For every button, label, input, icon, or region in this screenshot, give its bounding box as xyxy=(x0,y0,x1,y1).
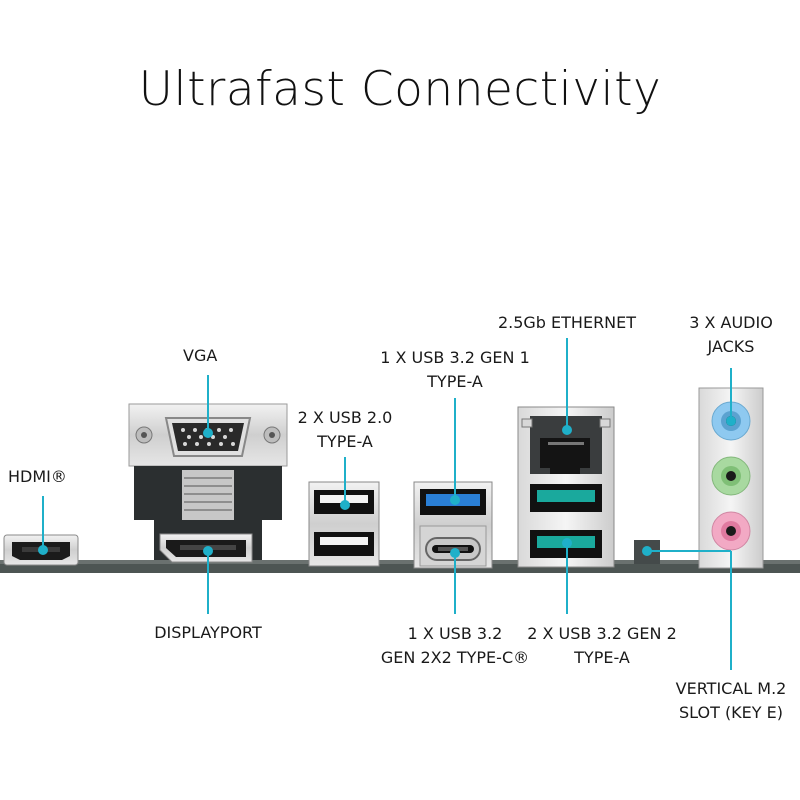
label-usb32g2: 2 X USB 3.2 GEN 2 TYPE-A xyxy=(502,622,702,670)
label-audio-line2: JACKS xyxy=(707,337,755,356)
label-ethernet: 2.5Gb ETHERNET xyxy=(497,313,637,332)
label-usb20-line2: TYPE-A xyxy=(317,432,373,451)
label-usb32c-line2: GEN 2X2 TYPE-C® xyxy=(380,648,530,667)
label-m2-line2: SLOT (KEY E) xyxy=(678,703,783,722)
label-usb32g1-line2: TYPE-A xyxy=(427,372,483,391)
label-hdmi: HDMI® xyxy=(8,467,67,486)
label-usb32g1-line1: 1 X USB 3.2 GEN 1 xyxy=(380,348,530,367)
label-vga: VGA xyxy=(183,346,218,365)
label-audio-line1: 3 X AUDIO xyxy=(689,313,773,332)
label-usb20: 2 X USB 2.0 TYPE-A xyxy=(290,406,400,454)
pcb-edge xyxy=(0,563,800,573)
label-usb32g2-line2: TYPE-A xyxy=(574,648,630,667)
label-usb32g1: 1 X USB 3.2 GEN 1 TYPE-A xyxy=(365,346,545,394)
leader-lines xyxy=(38,338,736,670)
label-displayport: DISPLAYPORT xyxy=(154,623,262,642)
label-m2: VERTICAL M.2 SLOT (KEY E) xyxy=(664,677,798,725)
label-usb32c: 1 X USB 3.2 GEN 2X2 TYPE-C® xyxy=(335,622,575,670)
label-usb32g2-line1: 2 X USB 3.2 GEN 2 xyxy=(527,624,677,643)
label-usb32c-line1: 1 X USB 3.2 xyxy=(407,624,503,643)
page-title: Ultrafast Connectivity xyxy=(138,62,662,117)
label-m2-line1: VERTICAL M.2 xyxy=(675,679,787,698)
label-audio: 3 X AUDIO JACKS xyxy=(670,311,792,359)
label-usb20-line1: 2 X USB 2.0 xyxy=(297,408,393,427)
